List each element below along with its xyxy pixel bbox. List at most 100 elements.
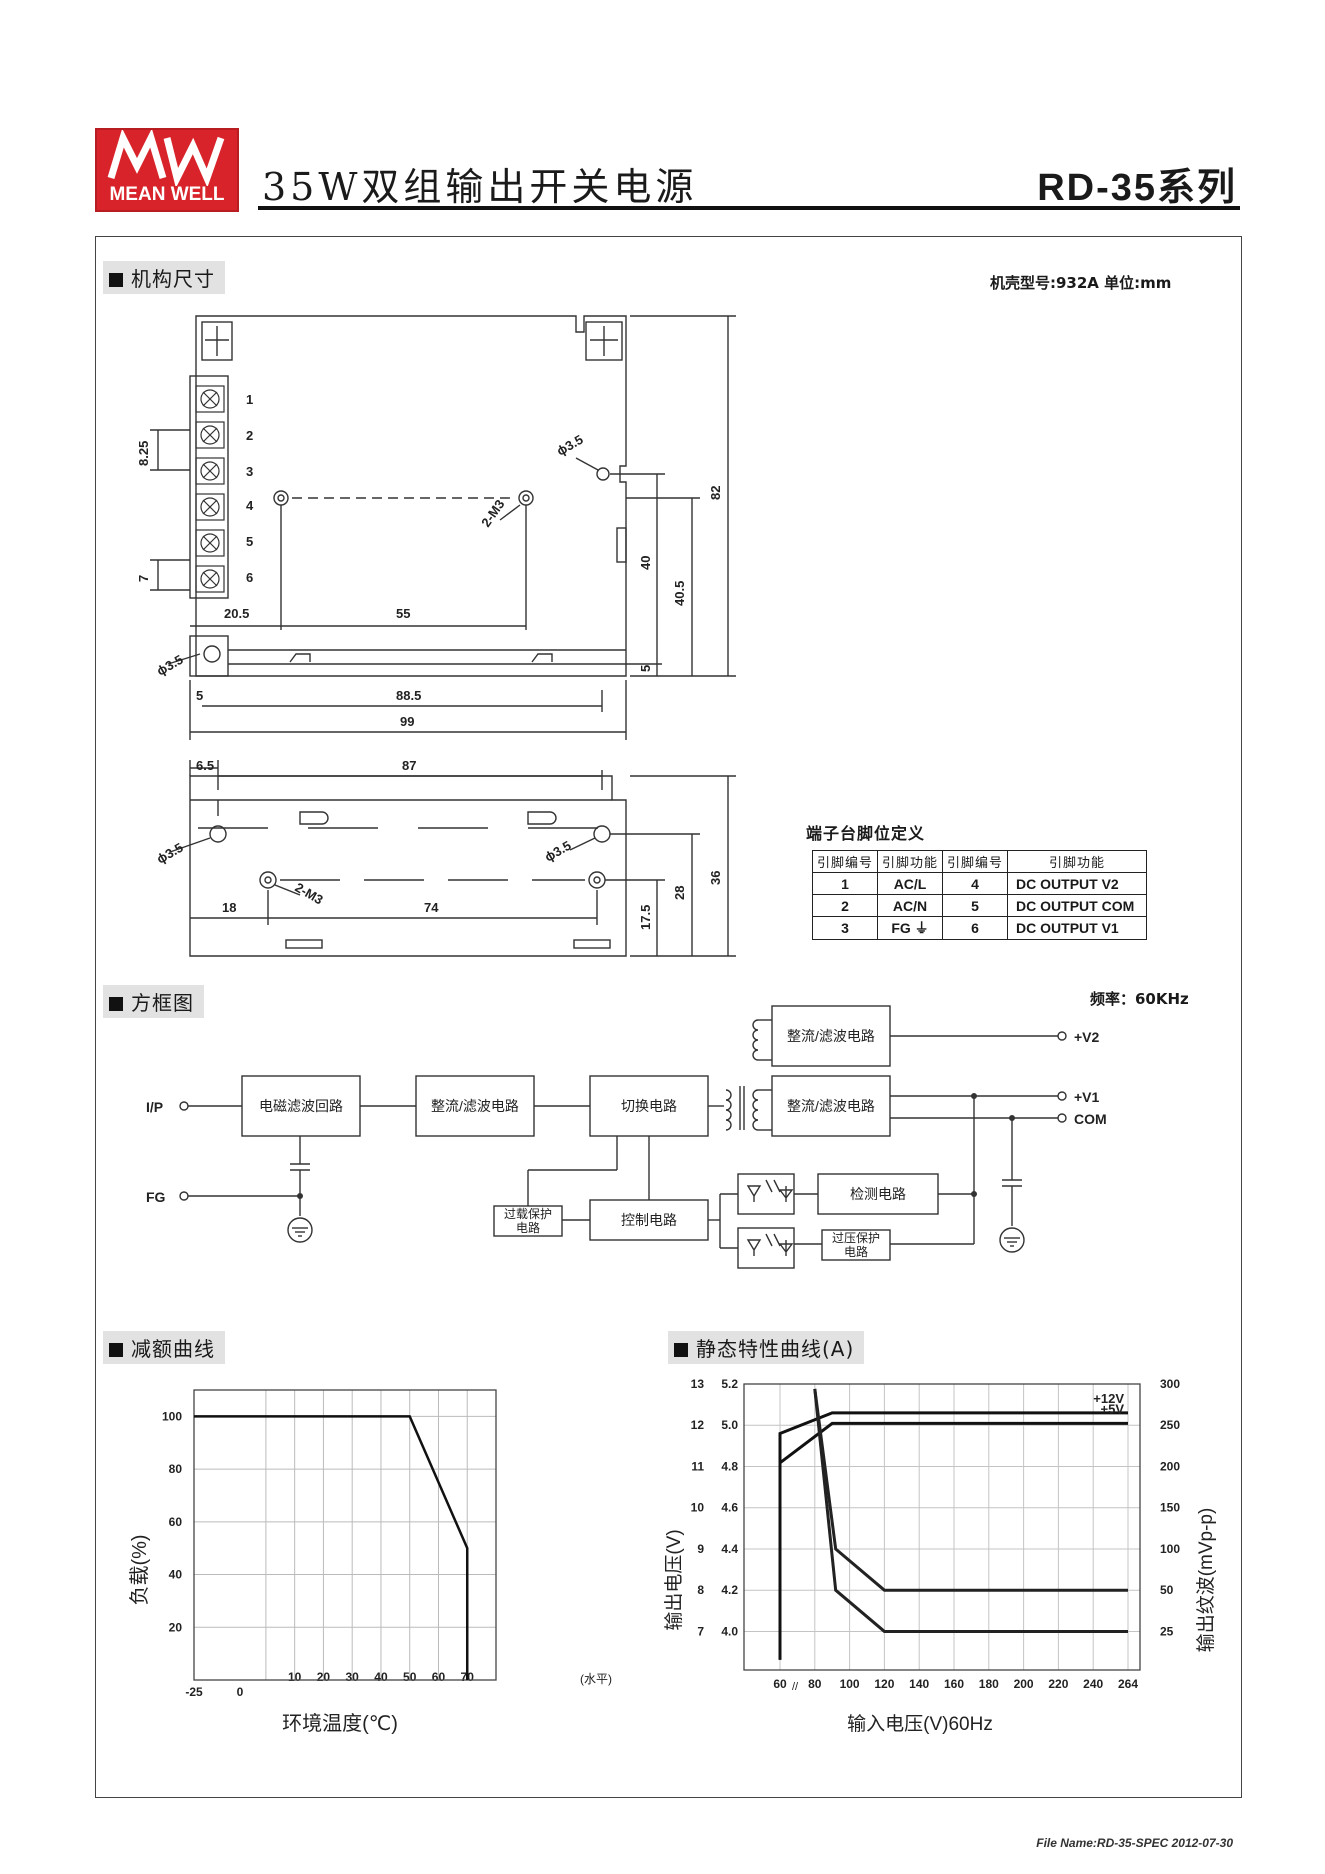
dim-label: 88.5 <box>396 688 421 703</box>
y-tick-label-right: 300 <box>1160 1377 1180 1391</box>
y-tick-label-right: 100 <box>1160 1542 1180 1556</box>
mechanical-drawing: 1 2 3 4 5 6 8.25 7 20.5 55 5 88.5 99 40 … <box>136 315 736 957</box>
dim-label: 7 <box>136 575 151 582</box>
content-frame <box>95 236 1242 1798</box>
dim-label: 99 <box>400 714 414 729</box>
plot-frame <box>743 1383 1141 1671</box>
x-tick-label: 50 <box>403 1670 417 1684</box>
pin-table-title: 端子台脚位定义 <box>806 824 926 843</box>
dim-label: 82 <box>708 486 723 500</box>
ovp-label-b: 电路 <box>844 1244 868 1259</box>
dim-label: 74 <box>424 900 439 915</box>
x-tick-label: 60 <box>432 1670 446 1684</box>
series-label: +12V <box>1093 1391 1124 1406</box>
y-tick-label-right: 200 <box>1160 1459 1180 1473</box>
logo-text: MEAN WELL <box>109 184 225 205</box>
derating-xtick-extra: 0 <box>237 1685 244 1699</box>
dim-label: 6.5 <box>196 758 214 773</box>
y-tick-label-12v: 12 <box>691 1418 705 1432</box>
pin-table: 引脚编号 引脚功能 引脚编号 引脚功能 1 AC/L 4 DC OUTPUT V… <box>811 850 1148 940</box>
dim-label: 20.5 <box>224 606 249 621</box>
y-tick-label-5v: 4.0 <box>721 1624 738 1638</box>
pin-number: 4 <box>246 498 254 513</box>
dim-label: ϕ3.5 <box>154 840 186 867</box>
y-tick-label-12v: 9 <box>697 1542 704 1556</box>
y-tick-label: 40 <box>169 1568 183 1582</box>
table-cell: DC OUTPUT COM <box>1007 894 1148 917</box>
x-tick-label: 120 <box>874 1677 894 1691</box>
ripple-curve <box>813 1388 1128 1633</box>
table-cell: DC OUTPUT V2 <box>1007 872 1148 895</box>
column-header: 引脚功能 <box>877 850 944 873</box>
mw-mark-icon <box>107 130 225 186</box>
x-tick-label: 40 <box>374 1670 388 1684</box>
dim-label: 36 <box>708 871 723 885</box>
table-cell: 4 <box>942 872 1009 895</box>
rect1-label: 整流/滤波电路 <box>431 1098 519 1114</box>
ovp-block <box>821 1229 891 1261</box>
table-cell: 6 <box>942 916 1009 940</box>
y-tick-label-12v: 7 <box>697 1624 704 1638</box>
detect-label: 检测电路 <box>850 1186 906 1202</box>
y-tick-label-12v: 13 <box>691 1377 705 1391</box>
x-tick-label: 180 <box>979 1677 999 1691</box>
pin-number: 1 <box>246 392 253 407</box>
dim-label: 55 <box>396 606 410 621</box>
footer-file-info: File Name:RD-35-SPEC 2012-07-30 <box>1036 1836 1233 1850</box>
dim-label: 28 <box>672 886 687 900</box>
column-header: 引脚编号 <box>942 850 1009 873</box>
series-name: RD-35系列 <box>1037 167 1237 209</box>
x-tick-label: 60 <box>773 1677 787 1691</box>
rect-v2-label: 整流/滤波电路 <box>787 1028 875 1044</box>
table-row: 1 AC/L 4 DC OUTPUT V2 <box>811 872 1148 895</box>
column-header: 引脚编号 <box>811 850 879 873</box>
ripple-curve <box>813 1388 1128 1592</box>
y-tick-label: 80 <box>169 1462 183 1476</box>
dim-label: 2-M3 <box>478 497 507 530</box>
dim-label: 17.5 <box>638 905 653 930</box>
header-rule <box>258 206 1240 210</box>
dim-label: ϕ3.5 <box>554 432 586 459</box>
y-tick-label: 60 <box>169 1515 183 1529</box>
dim-label: 5 <box>638 665 653 672</box>
dim-label: 40.5 <box>672 581 687 606</box>
y-tick-label-5v: 4.6 <box>721 1501 738 1515</box>
x-tick-label: 20 <box>317 1670 331 1684</box>
v1-label: +V1 <box>1074 1089 1100 1105</box>
switch-label: 切换电路 <box>621 1098 677 1114</box>
ip-label: I/P <box>146 1099 163 1115</box>
y-tick-label-5v: 4.4 <box>721 1542 738 1556</box>
mean-well-logo: MEAN WELL <box>95 128 239 212</box>
y-tick-label-5v: 4.8 <box>721 1459 738 1473</box>
x-tick-label: 10 <box>288 1670 302 1684</box>
table-cell: 5 <box>942 894 1009 917</box>
dim-label: 8.25 <box>136 441 151 466</box>
static-ylabel-left: 输出电压(V) <box>663 1529 685 1630</box>
derating-xtick-extra: -25 <box>185 1685 203 1699</box>
section-mechanical: 机构尺寸 <box>103 261 225 294</box>
v2-label: +V2 <box>1074 1029 1100 1045</box>
y-tick-label-right: 50 <box>1160 1583 1174 1597</box>
x-tick-label: 240 <box>1083 1677 1103 1691</box>
y-tick-label-5v: 5.0 <box>721 1418 738 1432</box>
table-cell: 2 <box>811 894 879 917</box>
derating-ylabel: 负载(%) <box>128 1534 151 1605</box>
static-ylabel-right: 输出纹波(mVp-p) <box>1195 1508 1217 1653</box>
rectifier-v1-block <box>771 1075 891 1137</box>
voltage-curve <box>778 1421 1128 1660</box>
y-tick-label-right: 250 <box>1160 1418 1180 1432</box>
x-tick-label: 160 <box>944 1677 964 1691</box>
y-tick-label-12v: 10 <box>691 1501 705 1515</box>
dim-label: ϕ3.5 <box>154 652 186 679</box>
dim-label: ϕ3.5 <box>542 838 574 865</box>
com-label: COM <box>1074 1111 1107 1127</box>
y-tick-label: 20 <box>169 1620 183 1634</box>
table-row: 2 AC/N 5 DC OUTPUT COM <box>811 894 1148 917</box>
pin-number: 6 <box>246 570 253 585</box>
series-label: +5V <box>1101 1401 1125 1416</box>
section-derating: 减额曲线 <box>103 1331 225 1364</box>
block-diagram: I/P FG +V2 +V1 COM 电磁滤波回路 整流/滤波电路 切换电路 整… <box>146 1005 1107 1269</box>
y-tick-label-12v: 11 <box>691 1459 704 1473</box>
